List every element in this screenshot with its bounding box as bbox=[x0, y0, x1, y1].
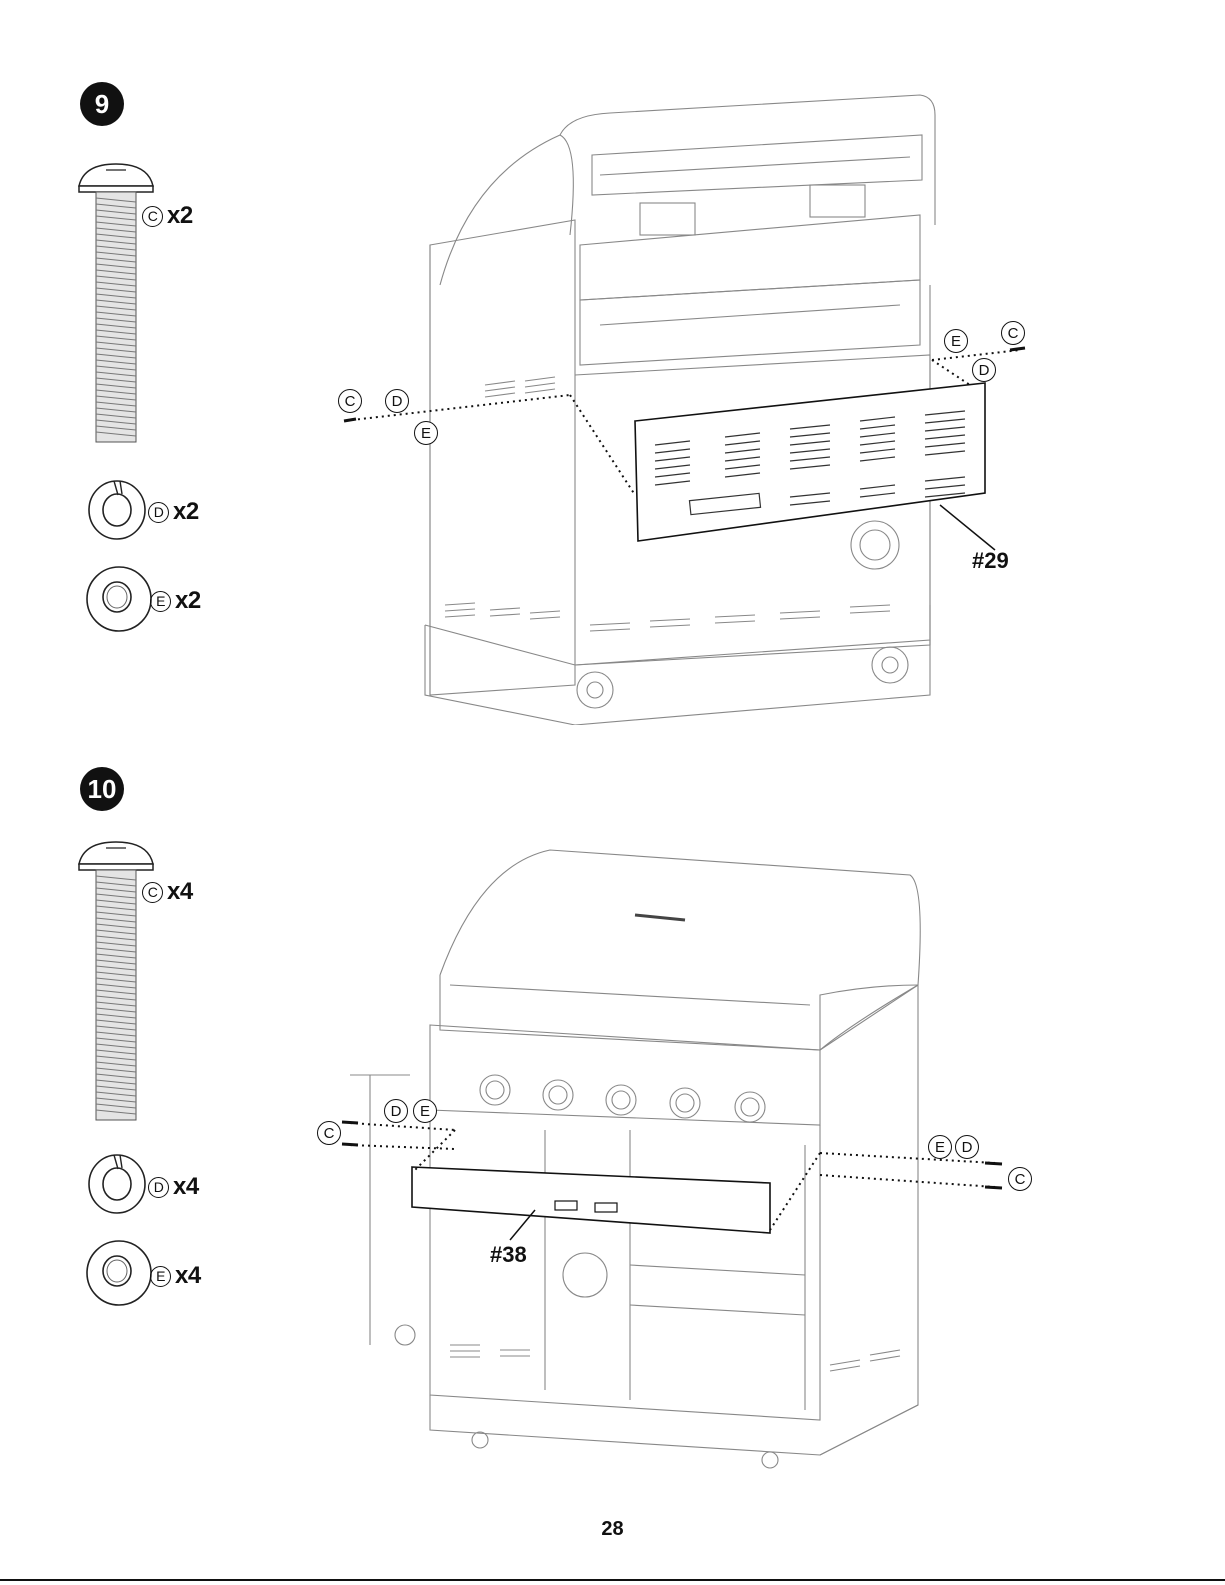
hardware-letter: E bbox=[150, 591, 171, 612]
callout-c-left: C bbox=[338, 389, 362, 413]
hardware-qty-c: C x4 bbox=[142, 878, 193, 906]
flat-washer-icon bbox=[84, 564, 154, 634]
grill-front-illustration bbox=[330, 845, 1050, 1485]
hardware-count: x2 bbox=[175, 587, 201, 615]
flat-washer-icon bbox=[84, 1238, 154, 1308]
callout-d-right: D bbox=[972, 358, 996, 382]
hardware-count: x4 bbox=[175, 1262, 201, 1290]
lock-washer-icon bbox=[86, 478, 148, 542]
lock-washer-icon bbox=[86, 1152, 148, 1216]
hardware-letter: D bbox=[148, 502, 169, 523]
callout-c-right: C bbox=[1001, 321, 1025, 345]
hardware-count: x4 bbox=[173, 1173, 199, 1201]
hardware-letter: C bbox=[142, 882, 163, 903]
bottom-rule bbox=[0, 1579, 1225, 1581]
callout-c-left: C bbox=[317, 1121, 341, 1145]
part-label: #29 bbox=[972, 548, 1009, 574]
callout-e-left: E bbox=[413, 1099, 437, 1123]
grill-rear-illustration bbox=[330, 85, 1050, 725]
hardware-count: x2 bbox=[167, 202, 193, 230]
callout-e-left: E bbox=[414, 421, 438, 445]
callout-d-left: D bbox=[384, 1099, 408, 1123]
hardware-qty-e: E x4 bbox=[150, 1262, 201, 1290]
hardware-qty-c: C x2 bbox=[142, 202, 193, 230]
page-number: 28 bbox=[0, 1518, 1225, 1541]
callout-d-left: D bbox=[385, 389, 409, 413]
hardware-letter: C bbox=[142, 206, 163, 227]
hardware-count: x4 bbox=[167, 878, 193, 906]
hardware-count: x2 bbox=[173, 498, 199, 526]
callout-e-right: E bbox=[928, 1135, 952, 1159]
hardware-letter: D bbox=[148, 1177, 169, 1198]
callout-c-right: C bbox=[1008, 1167, 1032, 1191]
hardware-qty-e: E x2 bbox=[150, 587, 201, 615]
hardware-qty-d: D x4 bbox=[148, 1173, 199, 1201]
step-number-badge: 10 bbox=[80, 767, 124, 811]
callout-d-right: D bbox=[955, 1135, 979, 1159]
hardware-qty-d: D x2 bbox=[148, 498, 199, 526]
hardware-letter: E bbox=[150, 1266, 171, 1287]
step-number-badge: 9 bbox=[80, 82, 124, 126]
callout-e-right: E bbox=[944, 329, 968, 353]
part-label: #38 bbox=[490, 1242, 527, 1268]
